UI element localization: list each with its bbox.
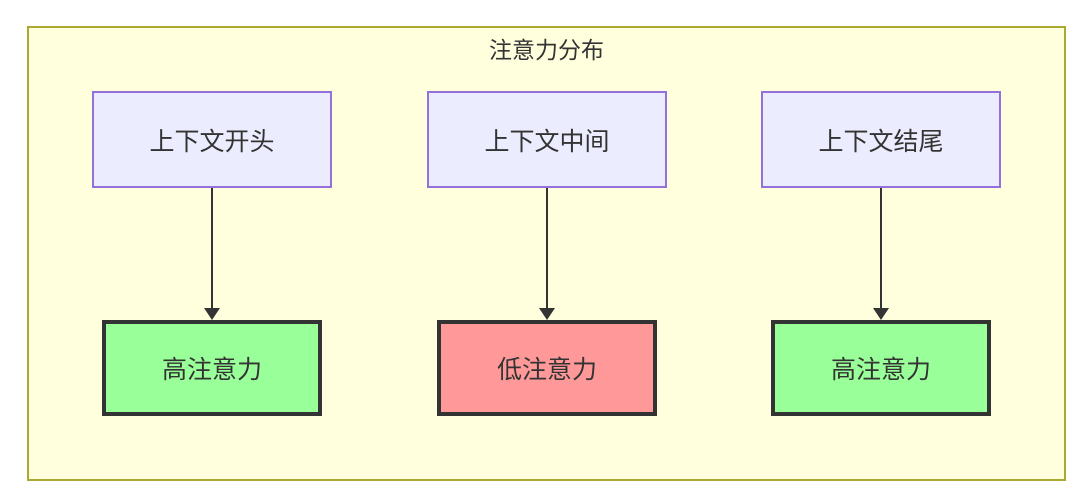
node-context-end: 上下文结尾 (761, 91, 1001, 188)
arrowhead-down-icon (204, 308, 220, 320)
attention-distribution-subgraph: 注意力分布 上下文开头 高注意力 上下文中间 低注意力 上下文结尾 高注意力 (27, 26, 1066, 481)
node-context-end-label: 上下文结尾 (818, 127, 944, 156)
node-low-attention-middle: 低注意力 (437, 320, 657, 416)
arrow-context-beginning-line (211, 188, 213, 308)
node-context-middle-label: 上下文中间 (484, 127, 610, 156)
arrowhead-down-icon (873, 308, 889, 320)
arrow-context-end-line (880, 188, 882, 308)
node-high-attention-left-label: 高注意力 (161, 356, 262, 384)
node-high-attention-right-label: 高注意力 (830, 356, 931, 384)
node-context-beginning-label: 上下文开头 (149, 127, 275, 156)
node-context-beginning: 上下文开头 (92, 91, 332, 188)
node-low-attention-middle-label: 低注意力 (496, 356, 597, 384)
node-high-attention-left: 高注意力 (102, 320, 322, 416)
node-context-middle: 上下文中间 (427, 91, 667, 188)
arrowhead-down-icon (539, 308, 555, 320)
arrow-context-middle-line (546, 188, 548, 308)
diagram-title: 注意力分布 (489, 37, 604, 63)
node-high-attention-right: 高注意力 (771, 320, 991, 416)
